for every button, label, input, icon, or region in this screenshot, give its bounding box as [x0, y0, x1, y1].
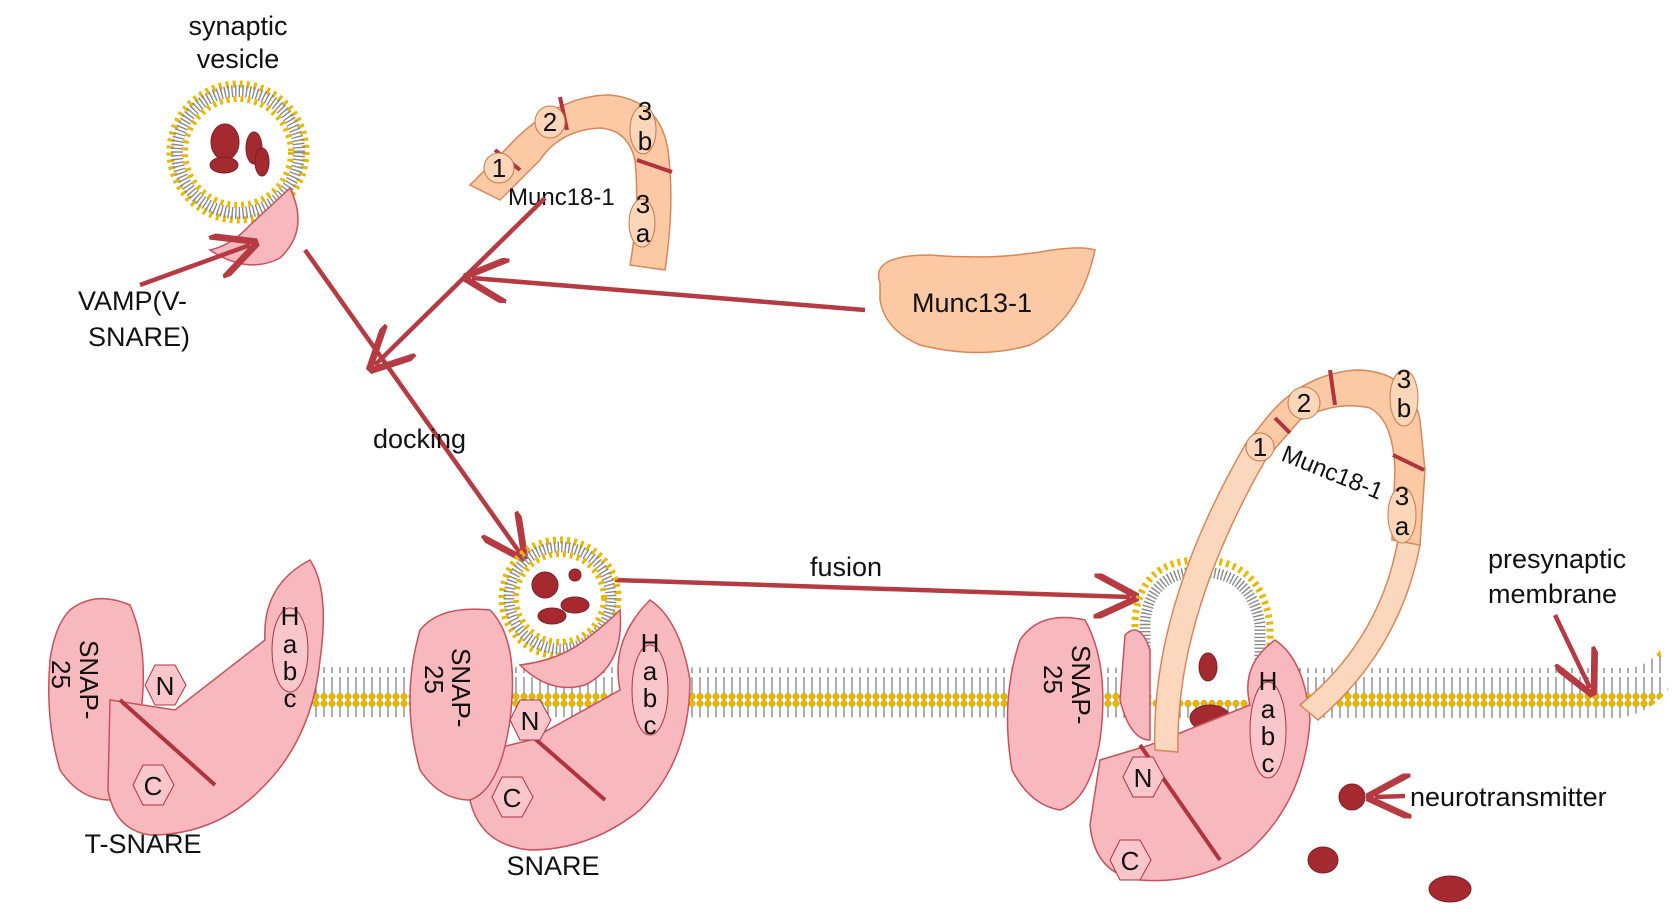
fusion-label: fusion — [810, 552, 882, 582]
snare-snap25-2: 25 — [419, 665, 449, 694]
munc18-right-domain-3a-num: 3 — [1395, 481, 1409, 511]
synaptic-vesicle-label-1: synaptic — [188, 11, 287, 41]
neurotransmitter-released-1 — [1338, 783, 1366, 811]
t-snare-n-domain: N — [156, 671, 175, 701]
fused-snap25-2: 25 — [1038, 665, 1068, 694]
t-snare-complex — [48, 559, 325, 836]
snare-snap25-1: SNAP- — [446, 648, 476, 727]
neurotransmitter-released-2 — [1307, 846, 1339, 874]
t-snare-c: c — [284, 683, 297, 713]
t-snare-snap25-1: SNAP- — [74, 640, 104, 719]
fusion-arrow — [614, 580, 1130, 597]
neurotransmitter-released-3 — [1428, 875, 1472, 903]
munc18-top — [468, 94, 673, 271]
munc18-right-domain-2: 2 — [1297, 388, 1311, 418]
t-snare-b: b — [283, 656, 297, 686]
neurotransmitter-arrow — [1375, 796, 1405, 797]
snare-a: a — [643, 656, 658, 686]
munc18-top-domain-3a-num: 3 — [636, 189, 650, 219]
munc13-label: Munc13-1 — [912, 288, 1032, 318]
fused-a: a — [1261, 694, 1276, 724]
fused-c-domain: C — [1121, 846, 1140, 876]
vamp-arrow — [139, 245, 250, 288]
vamp-label-2: SNARE) — [88, 322, 190, 352]
munc18-right-domain-3b-num: 3 — [1397, 364, 1411, 394]
t-snare-c-domain: C — [144, 771, 163, 801]
munc18-right-domain-3b-letter: b — [1397, 393, 1411, 423]
munc18-top-domain-3b-letter: b — [638, 126, 652, 156]
munc18-top-domain-2: 2 — [543, 107, 557, 137]
synaptic-vesicle — [166, 80, 310, 266]
snare-label: SNARE — [506, 851, 599, 881]
snare-b: b — [643, 683, 657, 713]
munc18-top-label: Munc18-1 — [508, 184, 615, 211]
synaptic-vesicle-label-2: vesicle — [197, 44, 280, 74]
munc13-protein — [877, 247, 1096, 354]
munc18-right-label: Munc18-1 — [1278, 441, 1387, 506]
t-snare-label: T-SNARE — [84, 829, 201, 859]
fused-snap25-1: SNAP- — [1066, 645, 1096, 724]
fused-b: b — [1261, 721, 1275, 751]
munc18-top-domain-3b-num: 3 — [638, 96, 652, 126]
munc18-top-domain-3a-letter: a — [636, 218, 651, 248]
munc18-arrow — [375, 196, 547, 365]
munc18-right-domain-3a-letter: a — [1395, 511, 1410, 541]
fused-complex — [1006, 369, 1426, 882]
docking-arrow — [303, 248, 520, 553]
munc13-arrow — [472, 278, 866, 313]
presynaptic-label-2: membrane — [1488, 579, 1617, 609]
snare-n-domain: N — [521, 706, 540, 736]
t-snare-a: a — [283, 629, 298, 659]
snare-c: c — [644, 710, 657, 740]
snare-complex — [409, 536, 691, 851]
fused-n-domain: N — [1134, 763, 1153, 793]
snare-h: H — [641, 628, 660, 658]
t-snare-h: H — [281, 601, 300, 631]
t-snare-snap25-2: 25 — [46, 660, 76, 689]
fused-h: H — [1259, 666, 1278, 696]
neurotransmitter-label: neurotransmitter — [1410, 782, 1607, 812]
fused-c: c — [1262, 748, 1275, 778]
vamp-label-1: VAMP(V- — [78, 286, 187, 316]
presynaptic-arrow — [1552, 614, 1590, 688]
munc18-top-domain-1: 1 — [492, 153, 506, 183]
snare-c-domain: C — [503, 783, 522, 813]
docking-label: docking — [373, 424, 466, 454]
munc18-right-domain-1: 1 — [1253, 432, 1267, 462]
presynaptic-label-1: presynaptic — [1488, 544, 1626, 574]
